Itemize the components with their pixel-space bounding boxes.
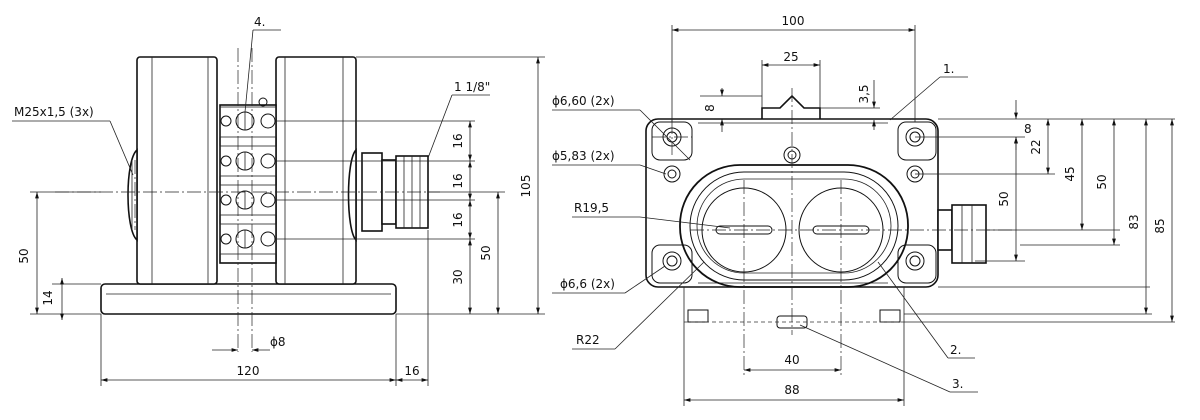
dim-14: 14	[41, 290, 55, 305]
front-view: 100 25 3,5 8 8 50 22 45	[552, 14, 1175, 406]
label-r22: R22	[576, 333, 600, 347]
label-item3: 3.	[952, 377, 963, 391]
dim-16-a: 16	[451, 133, 465, 148]
dim-30: 30	[451, 269, 465, 284]
label-thread: M25x1,5 (3x)	[14, 105, 94, 119]
label-r195: R19,5	[574, 201, 609, 215]
dim-50-right: 50	[1095, 174, 1109, 189]
dim-50-left: 50	[17, 248, 31, 263]
label-item2: 2.	[950, 343, 961, 357]
label-thread-pipe: 1 1/8"	[454, 80, 490, 94]
dim-8-right: 8	[1024, 122, 1032, 136]
label-phi8: ϕ8	[270, 335, 286, 349]
dim-16-c: 16	[451, 212, 465, 227]
dim-3-5: 3,5	[857, 84, 871, 103]
label-hole-66: ϕ6,6 (2x)	[560, 277, 615, 291]
dim-40: 40	[784, 353, 799, 367]
dim-25: 25	[783, 50, 798, 64]
dim-120: 120	[237, 364, 260, 378]
dim-16-bottom: 16	[404, 364, 419, 378]
dim-22: 22	[1029, 139, 1043, 154]
label-hole-660: ϕ6,60 (2x)	[552, 94, 615, 108]
dim-100: 100	[782, 14, 805, 28]
side-view: 50 14 120 16 ϕ8 105 16 16 16 30	[12, 15, 545, 386]
dim-50-mid: 50	[479, 245, 493, 260]
label-item1: 1.	[943, 62, 954, 76]
dim-105: 105	[519, 175, 533, 198]
dim-88: 88	[784, 383, 799, 397]
dim-50-inner: 50	[997, 191, 1011, 206]
label-hole-583: ϕ5,83 (2x)	[552, 149, 615, 163]
dim-83: 83	[1127, 214, 1141, 229]
dim-45: 45	[1063, 166, 1077, 181]
dim-8-top: 8	[703, 104, 717, 112]
label-item4: 4.	[254, 15, 265, 29]
dim-85: 85	[1153, 218, 1167, 233]
dim-16-b: 16	[451, 173, 465, 188]
